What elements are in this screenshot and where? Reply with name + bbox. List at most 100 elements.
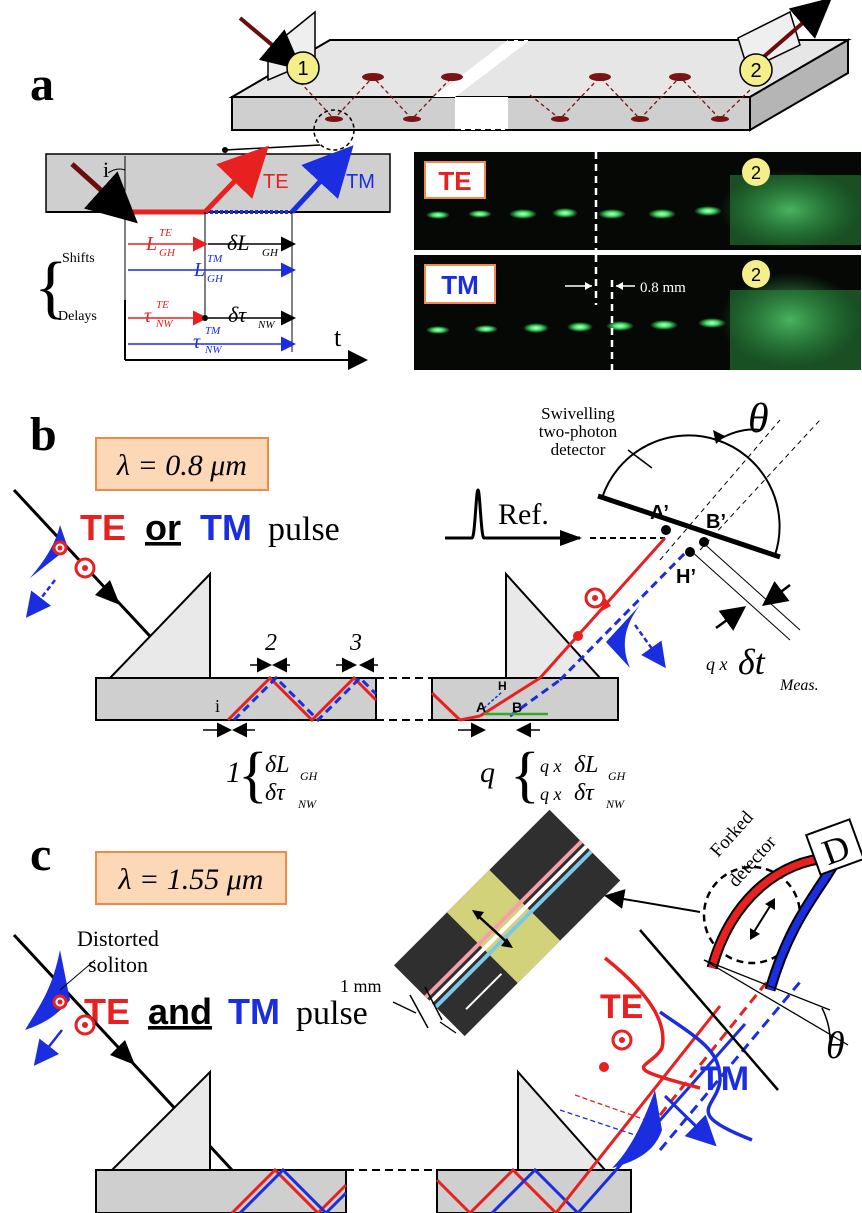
svg-text:TE: TE [263,171,289,193]
svg-text:t: t [334,323,342,352]
svg-text:L: L [145,233,157,255]
svg-text:1: 1 [297,58,308,80]
svg-text:2: 2 [751,163,761,183]
wavelength-box-c [95,851,287,905]
svg-text:i: i [103,157,109,182]
svg-text:q x: q x [540,784,562,804]
svg-text:detector: detector [551,440,606,459]
wavelength-box-b [95,437,269,491]
svg-text:NW: NW [155,318,173,330]
svg-text:pulse: pulse [268,511,340,548]
svg-text:q: q [480,756,495,789]
svg-text:TM: TM [346,171,375,193]
svg-text:θ: θ [748,396,769,442]
svg-text:1 mm: 1 mm [340,976,382,996]
svg-text:2: 2 [751,265,761,285]
svg-text:Shifts: Shifts [62,251,95,266]
svg-text:NW: NW [257,319,275,331]
svg-text:GH: GH [207,273,224,285]
brace-1: { [238,741,268,809]
svg-text:λ = 1.55 μm: λ = 1.55 μm [118,863,264,896]
output-beam-arrow [758,0,833,62]
svg-text:two-photon: two-photon [539,422,618,441]
svg-text:H’: H’ [676,566,696,588]
svg-text:TE: TE [80,507,126,548]
svg-text:q x: q x [540,756,562,776]
svg-text:TE: TE [159,227,172,239]
delta-t-meas: δt [738,642,766,682]
svg-text:A: A [476,699,486,715]
svg-text:τ: τ [193,331,201,353]
svg-text:2: 2 [265,630,277,656]
photo-te: TE 2 [414,152,861,250]
te-profile [603,956,701,1090]
svg-text:L: L [193,259,205,281]
blue-pulse-b [30,525,68,578]
panel-a-label: a [30,58,54,111]
svg-text:Distorted: Distorted [77,926,159,951]
svg-text:TE: TE [438,166,471,196]
svg-text:A’: A’ [650,502,669,524]
brace: { [34,249,68,326]
svg-text:TM: TM [441,270,479,300]
svg-text:Ref.: Ref. [498,498,549,531]
svg-text:λ = 0.8 μm: λ = 0.8 μm [116,449,247,482]
swivelling-detector: A’ B’ H’ θ Swivelling two-photon detecto… [539,396,821,694]
svg-text:q x: q x [706,654,728,674]
svg-text:τ: τ [144,305,152,327]
svg-text:TE: TE [600,988,643,1026]
svg-text:Meas.: Meas. [779,677,819,694]
svg-text:δL: δL [265,752,290,778]
forked-detector: θ D Forked detector [604,807,862,1067]
svg-text:TM: TM [205,325,221,337]
port-2-marker: 2 [739,53,773,87]
panel-a: a [30,0,861,370]
detector-d-box [804,818,862,876]
svg-text:GH: GH [159,247,176,259]
svg-text:TE: TE [156,299,169,311]
svg-text:and: and [148,991,212,1032]
svg-text:δτ: δτ [265,780,286,806]
svg-text:pulse: pulse [296,995,368,1032]
pulse-label-b: TE or TM pulse [80,507,340,548]
svg-text:δτ: δτ [228,302,247,327]
svg-text:i: i [215,696,220,716]
svg-text:θ: θ [826,1025,845,1067]
tm-output-pulse [612,1090,662,1168]
svg-text:TM: TM [200,507,252,548]
panel-b: b λ = 0.8 μm TE or TM pulse H A [12,396,821,811]
svg-text:δL: δL [574,752,599,778]
svg-text:or: or [145,507,181,548]
svg-text:GH: GH [300,769,319,783]
pulse-label-c: TE and TM pulse [84,991,368,1032]
port-1-marker: 1 [286,51,320,85]
svg-text:δL: δL [227,230,249,255]
svg-text:NW: NW [297,797,317,811]
svg-text:Delays: Delays [58,309,97,324]
svg-text:1: 1 [226,756,241,789]
svg-text:0.8 mm: 0.8 mm [640,280,686,296]
gh-shift-diagram: i TE TM L TE GH δL GH L TM GH Shifts { D… [34,145,391,370]
tm-profile [658,1010,753,1142]
brace-q: { [510,741,540,809]
svg-text:NW: NW [605,797,625,811]
input-beam-arrow [238,16,303,71]
svg-text:δτ: δτ [574,780,595,806]
blue-pulse-out-b [606,605,640,668]
svg-text:B: B [512,699,522,715]
svg-text:3: 3 [349,630,362,656]
svg-text:NW: NW [204,344,222,356]
svg-text:soliton: soliton [88,952,148,977]
fork-photo [393,809,621,1037]
distorted-soliton-pulse [25,950,70,1030]
svg-text:2: 2 [750,60,761,82]
svg-text:TM: TM [228,991,280,1032]
panel-b-label: b [30,408,57,461]
panel-c-label: c [30,828,51,881]
svg-text:Swivelling: Swivelling [541,404,615,423]
photo-tm: 0.8 mm TM 2 [414,255,861,370]
panel-c: c λ = 1.55 μm Distorted soliton TE and T… [12,807,862,1213]
svg-text:GH: GH [608,769,627,783]
svg-text:TM: TM [700,1060,749,1098]
